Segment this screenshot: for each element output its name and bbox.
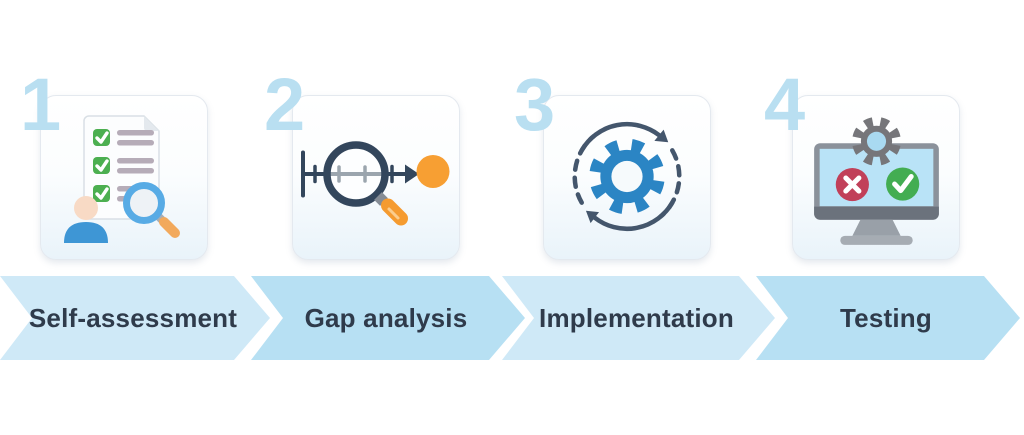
magnifier-icon	[323, 141, 408, 226]
step-3-card	[543, 95, 711, 260]
step-2-banner: Gap analysis	[251, 276, 525, 360]
gear-cycle-arrows-icon	[572, 121, 682, 232]
goal-dot-icon	[416, 155, 450, 188]
step-4-label: Testing	[840, 302, 932, 333]
timeline-magnifier-goal-icon	[301, 141, 450, 226]
step-4-banner: Testing	[756, 276, 1020, 360]
step-3-banner: Implementation	[502, 276, 775, 360]
monitor-pass-fail-icon	[814, 116, 939, 245]
pass-check-icon	[886, 167, 920, 201]
person-icon	[64, 196, 108, 243]
step-3-number: 3	[514, 63, 555, 146]
step-2-card	[292, 95, 460, 260]
step-3-label: Implementation	[539, 302, 734, 333]
step-2-label: Gap analysis	[304, 302, 468, 333]
step-1-number: 1	[20, 63, 61, 146]
checklist-person-magnifier-icon	[64, 115, 180, 243]
step-4-card	[792, 95, 960, 260]
step-1-card	[40, 95, 208, 260]
fail-cross-icon	[835, 167, 869, 202]
step-1-banner: Self-assessment	[0, 276, 270, 360]
step-2-number: 2	[264, 63, 305, 146]
cycle-arrows-icon	[572, 121, 682, 232]
magnifier-icon	[123, 182, 180, 238]
gear-icon	[589, 138, 665, 215]
timeline-icon	[301, 150, 419, 198]
step-4-number: 4	[764, 63, 805, 146]
step-1-label: Self-assessment	[28, 302, 238, 333]
monitor-icon	[814, 143, 939, 245]
checklist-rows	[93, 129, 154, 202]
